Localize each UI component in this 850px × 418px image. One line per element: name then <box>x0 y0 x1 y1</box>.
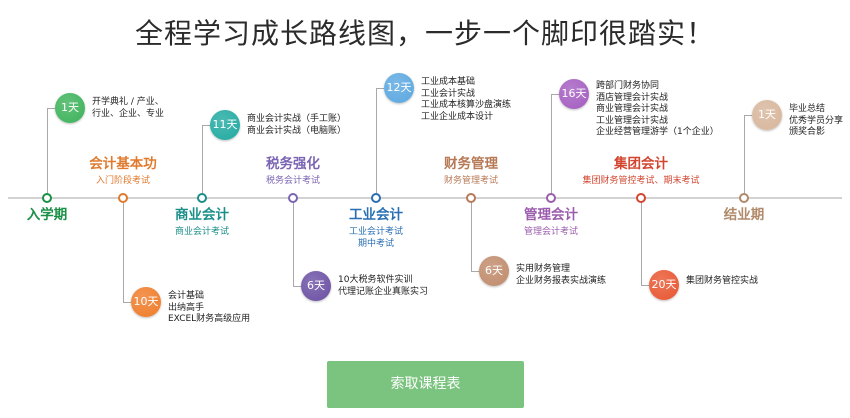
stage-exam: 工业会计考试 <box>348 227 404 237</box>
course-item: 出纳高手 <box>168 302 205 313</box>
connector-stub <box>202 125 210 126</box>
timeline-node <box>118 193 128 203</box>
stage-name: 会计基本功 <box>89 156 157 172</box>
connector-line <box>744 115 745 198</box>
course-list: 商业会计实战（手工账）商业会计实战（电脑账） <box>247 114 346 137</box>
connector-stub <box>744 115 752 116</box>
timeline-axis <box>8 197 842 199</box>
connector-line <box>641 198 642 285</box>
duration-badge: 12天 <box>384 73 414 103</box>
duration-badge: 6天 <box>479 256 509 286</box>
timeline-node <box>636 193 646 203</box>
course-item: 工业管理会计实战 <box>596 115 669 126</box>
connector-line <box>202 125 203 198</box>
course-item: 工业会计实战 <box>421 88 476 99</box>
course-item: 企业经营管理游学（1个企业） <box>596 127 719 137</box>
stage-label: 结业期 <box>724 206 765 224</box>
stage-label: 财务管理财务管理考试 <box>444 155 498 187</box>
request-schedule-button[interactable]: 索取课程表 <box>327 361 524 408</box>
connector-stub <box>47 108 55 109</box>
course-item: 跨部门财务协同 <box>596 81 660 91</box>
connector-stub <box>376 88 384 89</box>
course-list: 跨部门财务协同酒店管理会计实战商业管理会计实战工业管理会计实战企业经营管理游学（… <box>596 81 719 139</box>
connector-stub <box>471 271 479 272</box>
connector-stub <box>551 94 559 95</box>
connector-line <box>551 94 552 198</box>
stage-exam: 税务会计考试 <box>265 176 321 186</box>
duration-badge: 16天 <box>559 79 589 109</box>
timeline-node <box>288 193 298 203</box>
course-item: 工业成本基础 <box>421 77 476 87</box>
course-item: 集团财务管控实战 <box>686 276 759 286</box>
stage-label: 商业会计商业会计考试 <box>175 206 229 238</box>
stage-exam: 管理会计考试 <box>523 227 579 237</box>
stage-label: 集团会计集团财务管控考试、期末考试 <box>582 155 699 187</box>
course-item: 企业财务报表实战演练 <box>516 275 607 286</box>
duration-badge: 20天 <box>649 270 679 300</box>
duration-badge: 6天 <box>301 271 331 301</box>
stage-exam: 期中考试 <box>357 239 395 249</box>
duration-badge: 10天 <box>131 287 161 317</box>
stage-exam: 商业会计考试 <box>174 227 230 237</box>
timeline-node <box>739 193 749 203</box>
connector-line <box>376 88 377 198</box>
stage-label: 会计基本功入门阶段考试 <box>89 155 157 187</box>
stage-exam: 入门阶段考试 <box>95 176 150 186</box>
course-list: 工业成本基础工业会计实战工业成本核算沙盘演练工业企业成本设计 <box>421 77 511 123</box>
stage-name: 集团会计 <box>613 156 668 172</box>
stage-label: 入学期 <box>27 206 68 224</box>
connector-stub <box>123 302 131 303</box>
timeline-node <box>42 193 52 203</box>
timeline-node <box>466 193 476 203</box>
timeline-node <box>197 193 207 203</box>
stage-name: 工业会计 <box>348 207 403 223</box>
course-item: 颁奖合影 <box>789 127 826 137</box>
course-item: 酒店管理会计实战 <box>596 92 669 103</box>
stage-exam: 财务管理考试 <box>443 176 499 186</box>
course-list: 实用财务管理企业财务报表实战演练 <box>516 264 606 287</box>
course-item: EXCEL财务高级应用 <box>168 314 251 324</box>
course-item: 行业、企业、专业 <box>92 108 165 119</box>
course-item: 商业会计实战（电脑账） <box>247 125 347 136</box>
duration-badge: 1天 <box>55 93 85 123</box>
course-list: 10大税务软件实训代理记账企业真账实习 <box>338 275 428 298</box>
connector-stub <box>641 285 649 286</box>
course-item: 优秀学员分享 <box>789 115 844 126</box>
course-list: 毕业总结优秀学员分享颁奖合影 <box>789 104 843 139</box>
course-list: 开学典礼 / 产业、行业、企业、专业 <box>92 97 164 120</box>
connector-line <box>47 108 48 198</box>
stage-label: 工业会计工业会计考试期中考试 <box>349 206 403 250</box>
duration-badge: 1天 <box>752 100 782 130</box>
duration-badge: 11天 <box>210 110 240 140</box>
course-item: 开学典礼 / 产业、 <box>92 97 164 107</box>
stage-name: 结业期 <box>723 207 765 223</box>
timeline-node <box>371 193 381 203</box>
stage-name: 入学期 <box>26 207 68 223</box>
course-item: 毕业总结 <box>789 104 826 114</box>
connector-line <box>471 198 472 271</box>
stage-exam: 集团财务管控考试、期末考试 <box>582 176 700 186</box>
course-item: 工业企业成本设计 <box>421 111 494 122</box>
course-item: 工业成本核算沙盘演练 <box>421 100 512 110</box>
stage-label: 税务强化税务会计考试 <box>266 155 320 187</box>
stage-name: 商业会计 <box>174 207 229 223</box>
connector-stub <box>293 286 301 287</box>
page-title: 全程学习成长路线图，一步一个脚印很踏实！ <box>134 17 715 50</box>
course-item: 实用财务管理 <box>516 264 571 274</box>
stage-label: 管理会计管理会计考试 <box>524 206 578 238</box>
course-item: 商业管理会计实战 <box>596 104 669 114</box>
course-list: 集团财务管控实战 <box>686 276 758 288</box>
course-item: 10大税务软件实训 <box>338 275 413 285</box>
stage-name: 管理会计 <box>523 207 578 223</box>
course-item: 商业会计实战（手工账） <box>247 114 347 124</box>
stage-name: 税务强化 <box>265 156 320 172</box>
connector-line <box>293 198 294 286</box>
course-item: 代理记账企业真账实习 <box>338 286 429 297</box>
connector-line <box>123 198 124 302</box>
timeline-node <box>546 193 556 203</box>
course-item: 会计基础 <box>168 291 205 301</box>
stage-name: 财务管理 <box>443 156 498 172</box>
